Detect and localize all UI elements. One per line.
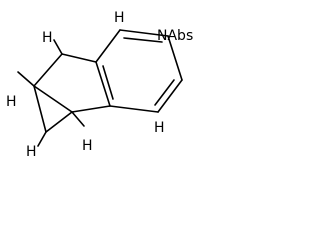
h-label-aromatic-bottom: H: [154, 120, 165, 136]
h-label-bottom: H: [82, 138, 93, 154]
bond-c3-c4: [157, 79, 183, 113]
n-atom-symbol: N: [157, 28, 167, 44]
bonds: [17, 29, 183, 147]
bond-h-bottom-left: [37, 131, 47, 147]
bond-h-bottom: [71, 111, 85, 127]
bond-c4-c5: [109, 105, 159, 113]
bond-c6-c7: [61, 53, 97, 63]
h-label-bottom-left: H: [26, 144, 37, 160]
bond-c8-c10: [45, 111, 73, 133]
molecule-structure: H H NAbs H H H H: [6, 10, 193, 160]
bond-c8-c9: [33, 85, 73, 113]
n-abs-label: NAbs: [157, 28, 193, 44]
bond-c9-c10: [33, 85, 47, 133]
bond-c1-c2: [119, 29, 169, 37]
double-bond-c5-c6: [102, 65, 114, 100]
double-bond-c1-c2: [123, 37, 163, 43]
bond-h-top: [53, 39, 63, 55]
h-label-left: H: [6, 94, 17, 110]
bond-c5-c8: [71, 105, 111, 113]
double-bond-c3-c4: [154, 79, 175, 106]
bond-c7-c9: [33, 53, 63, 87]
h-label-aromatic-top: H: [114, 10, 125, 26]
bond-h-left: [17, 71, 35, 87]
bond-c2-c3: [167, 35, 183, 81]
abs-suffix: Abs: [167, 28, 193, 44]
bond-c6-c1: [95, 29, 121, 63]
atom-labels: H H NAbs H H H H: [6, 10, 193, 160]
bond-c5-c6: [95, 61, 111, 107]
h-label-top: H: [42, 30, 53, 46]
